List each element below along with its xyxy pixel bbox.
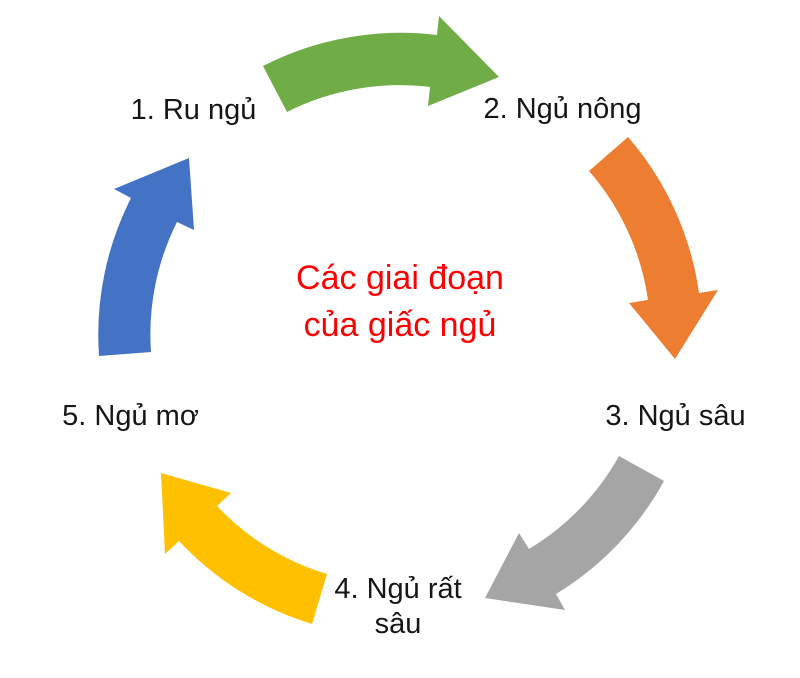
diagram-title-line-1: Các giai đoạn [296,259,504,297]
stage-label-4: 4. Ngủ rất sâu [334,573,462,640]
arrow-1-to-2-icon [263,16,499,112]
arrow-5-to-1-icon [98,158,194,356]
stage-label-5: 5. Ngủ mơ [62,400,199,432]
diagram-title-line-2: của giấc ngủ [303,305,497,344]
arrow-4-to-5-icon [161,473,327,624]
stage-label-3: 3. Ngủ sâu [605,400,746,432]
stage-label-1: 1. Ru ngủ [130,94,257,126]
diagram-title: Các giai đoạn của giấc ngủ [243,255,557,349]
stage-label-2: 2. Ngủ nông [483,93,642,125]
arrow-3-to-4-icon [485,456,664,610]
arrow-2-to-3-icon [589,137,718,359]
